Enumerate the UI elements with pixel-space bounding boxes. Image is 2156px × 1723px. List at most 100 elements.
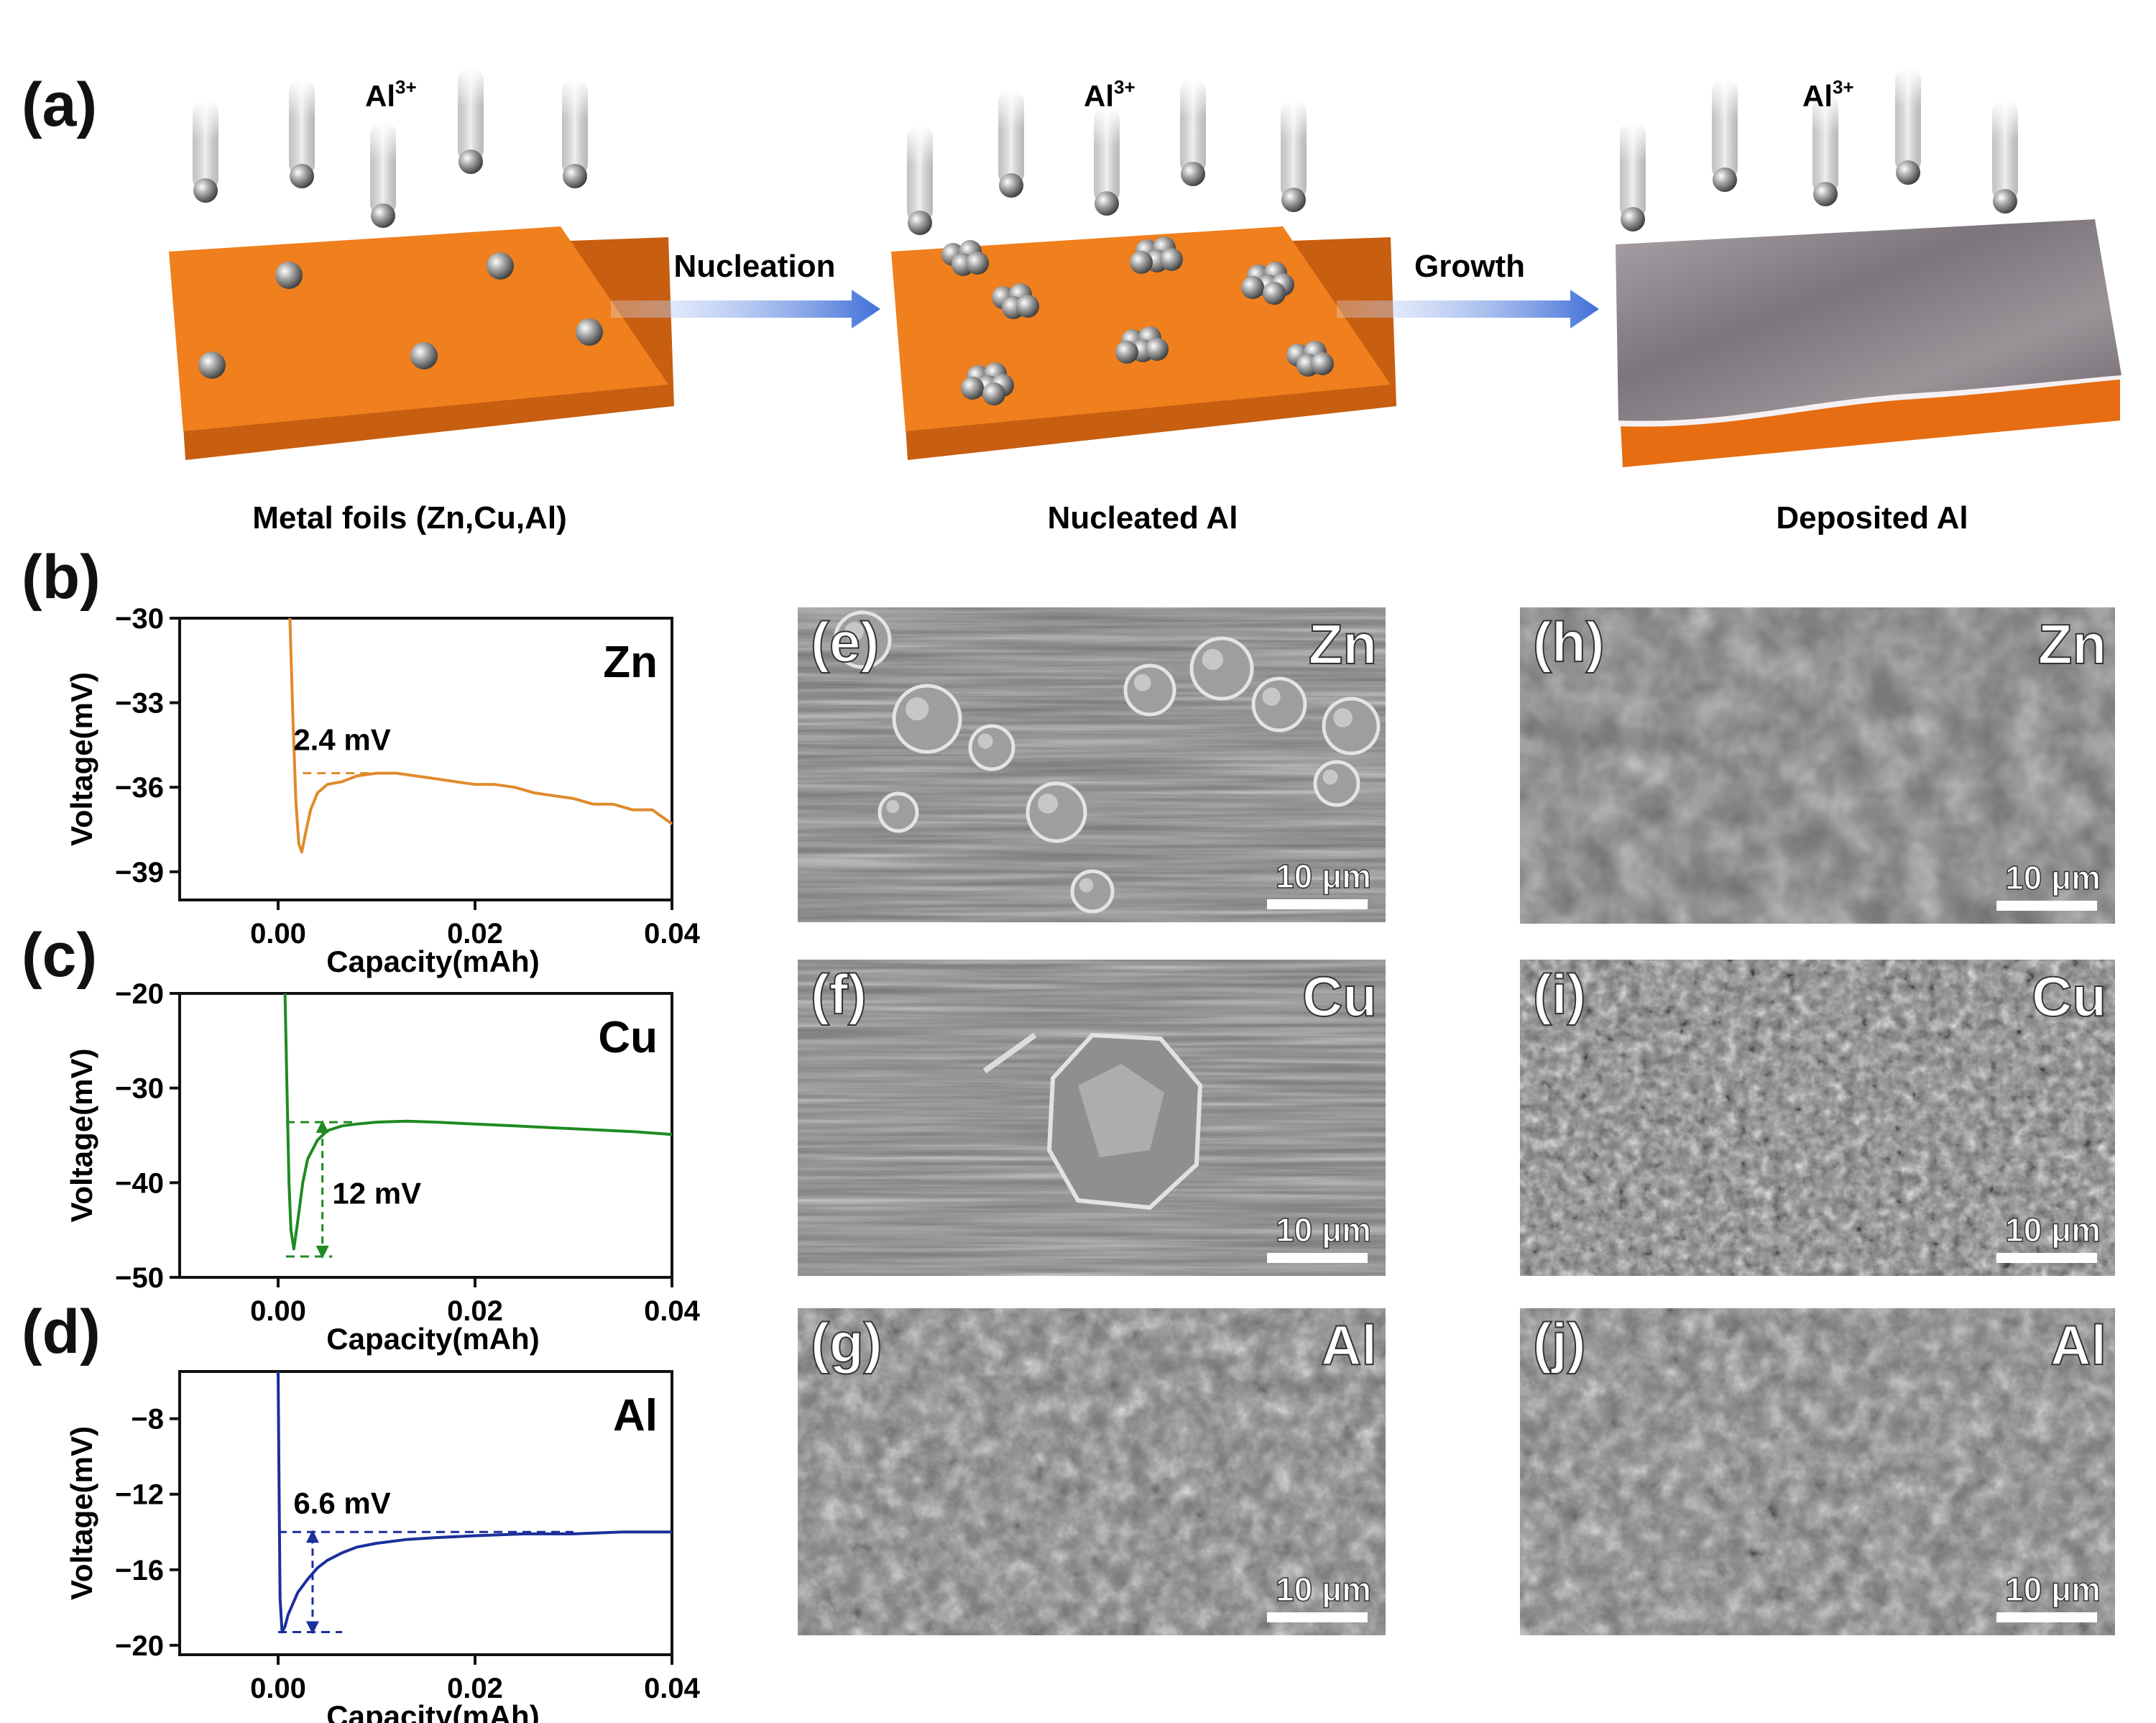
stage-nucleated: Al3+ Nucleated Al — [891, 76, 1396, 536]
sem-metal-label: Zn — [1309, 612, 1377, 676]
scale-bar — [1996, 901, 2097, 911]
y-tick-label: −36 — [115, 772, 164, 804]
crystal-highlight — [1262, 687, 1281, 706]
sem-grain — [1520, 1308, 2115, 1635]
sem-noise — [1520, 607, 2115, 924]
x-tick-label: 0.04 — [644, 1673, 701, 1704]
sem-metal-label: Al — [2050, 1313, 2106, 1377]
deposit-layer — [1616, 219, 2122, 421]
crystal-highlight — [844, 622, 864, 641]
plot-frame — [178, 992, 673, 1279]
ion-sphere — [1993, 189, 2017, 213]
ion-trail-fade — [193, 100, 218, 139]
crystal-highlight — [1133, 674, 1151, 692]
ion-trail-fade — [998, 89, 1024, 129]
crystal-highlight — [906, 697, 929, 721]
crystal — [1313, 760, 1360, 807]
x-axis-label: Capacity(mAh) — [326, 1699, 539, 1723]
crystal-highlight — [1333, 708, 1353, 727]
sem-metal-label: Cu — [2032, 965, 2106, 1028]
y-axis-label: Voltage(mV) — [65, 1049, 98, 1223]
arrow-label-nucleation: Nucleation — [674, 249, 836, 284]
ion-trail-fade — [370, 121, 396, 161]
overpotential-label: 6.6 mV — [293, 1486, 390, 1520]
sem-panel-label: (i) — [1533, 962, 1586, 1026]
x-axis-label: Capacity(mAh) — [326, 945, 539, 978]
sem-texture — [1520, 960, 2115, 1276]
foil-side-3 — [1621, 377, 2120, 467]
ion-trail-fade — [1712, 78, 1738, 118]
nucleus-sphere — [1160, 248, 1183, 271]
arrow-label-growth: Growth — [1414, 249, 1525, 284]
crystal — [1123, 663, 1176, 717]
adsorbed-ion — [487, 252, 514, 280]
sem-texture — [1520, 607, 2115, 924]
adsorbed-ion — [275, 262, 303, 289]
nucleus-sphere — [982, 382, 1005, 405]
crystal-facet — [1078, 1064, 1164, 1157]
scale-bar — [1267, 899, 1368, 909]
plot-frame — [178, 617, 673, 901]
y-tick-label: −20 — [115, 978, 164, 1010]
sem-panel-label: (h) — [1533, 610, 1605, 674]
ion-sphere — [1095, 191, 1119, 216]
ion-trail-fade — [1812, 93, 1838, 132]
caption-nucleated: Nucleated Al — [1048, 500, 1238, 536]
scale-bar-label: 10 μm — [1276, 858, 1371, 895]
ion-trail-fade — [289, 78, 315, 118]
crystal — [1189, 636, 1254, 701]
ion-rods-3 — [1620, 68, 2018, 231]
ion-sphere — [371, 203, 395, 228]
growth-arrow: Growth — [1337, 249, 1599, 328]
sem-texture — [798, 1308, 1386, 1635]
caption-deposited: Deposited Al — [1776, 500, 1968, 536]
sem-grain — [1520, 960, 2115, 1276]
ion-trail-fade — [458, 68, 484, 107]
x-tick-label: 0.04 — [644, 1295, 701, 1327]
nucleation-arrow: Nucleation — [611, 249, 880, 328]
sem-texture — [798, 607, 1386, 922]
crystal — [1251, 676, 1307, 732]
ion-sphere — [1896, 160, 1920, 185]
scale-bar — [1267, 1253, 1368, 1263]
ion-sphere — [1621, 207, 1645, 231]
sem-metal-label: Zn — [2038, 612, 2106, 676]
ion-rods-1 — [193, 68, 588, 228]
nucleus-sphere — [1241, 276, 1264, 299]
voltage-series — [277, 1371, 672, 1634]
panel-label: (c) — [22, 921, 97, 990]
y-tick-label: −33 — [115, 688, 164, 720]
adsorbed-ion — [410, 342, 438, 369]
ion-sphere — [193, 178, 218, 203]
stage-deposited: Al3+ Deposited Al — [1616, 68, 2122, 536]
overpotential-label: 12 mV — [332, 1177, 421, 1210]
nucleus-sphere — [1263, 282, 1286, 305]
crystal-highlight — [1038, 794, 1058, 814]
y-tick-label: −20 — [115, 1630, 164, 1662]
ion-trail-fade — [562, 78, 588, 118]
nucleus-sphere — [961, 377, 984, 400]
sem-metal-label: Al — [1321, 1313, 1377, 1377]
sem-grain — [798, 1308, 1386, 1635]
y-tick-label: −50 — [115, 1262, 164, 1294]
crystal-highlight — [886, 800, 900, 814]
x-tick-label: 0.00 — [250, 1673, 306, 1704]
metal-label: Zn — [603, 638, 658, 687]
sem-panel-label: (f) — [811, 962, 867, 1026]
y-axis-label: Voltage(mV) — [65, 1426, 98, 1600]
ion-trail-fade — [1281, 100, 1307, 139]
ion-sphere — [1181, 162, 1205, 186]
ion-sphere — [999, 173, 1023, 198]
scale-bar-label: 10 μm — [2005, 1211, 2101, 1249]
nucleus-sphere — [1146, 338, 1169, 361]
